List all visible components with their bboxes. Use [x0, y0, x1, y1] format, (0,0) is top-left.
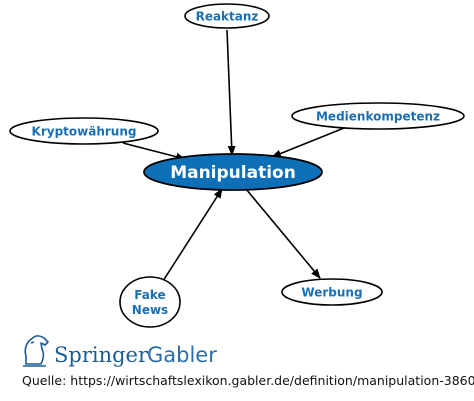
- source-citation: Quelle: https://wirtschaftslexikon.gable…: [22, 373, 474, 388]
- node-kryptowaehrung: Kryptowährung: [9, 117, 159, 145]
- logo-gabler: Gabler: [147, 343, 217, 367]
- edge-reaktanz-manipulation: [226, 29, 236, 156]
- node-medienkompetenz: Medienkompetenz: [291, 102, 465, 130]
- edge-fakenews-manipulation: [162, 188, 223, 282]
- springer-gabler-logo: Springer Gabler: [23, 335, 217, 367]
- node-manipulation: Manipulation: [143, 153, 323, 191]
- edge-manipulation-werbung: [245, 188, 321, 279]
- node-werbung-label: Werbung: [301, 286, 362, 300]
- node-reaktanz: Reaktanz: [184, 3, 270, 29]
- edge-medienkompetenz-manipulation: [271, 127, 345, 158]
- edge-kryptowaehrung-manipulation: [122, 142, 186, 161]
- chess-knight-icon: [23, 335, 49, 367]
- logo-springer: Springer: [54, 343, 149, 367]
- node-fake-news-label-line2: News: [132, 303, 168, 317]
- node-werbung: Werbung: [281, 278, 383, 306]
- node-kryptowaehrung-label: Kryptowährung: [32, 125, 137, 139]
- node-manipulation-label: Manipulation: [170, 163, 296, 183]
- node-fake-news-label-line1: Fake: [134, 288, 165, 302]
- node-reaktanz-label: Reaktanz: [196, 10, 259, 24]
- node-fake-news: Fake News: [119, 276, 181, 328]
- node-medienkompetenz-label: Medienkompetenz: [316, 110, 440, 124]
